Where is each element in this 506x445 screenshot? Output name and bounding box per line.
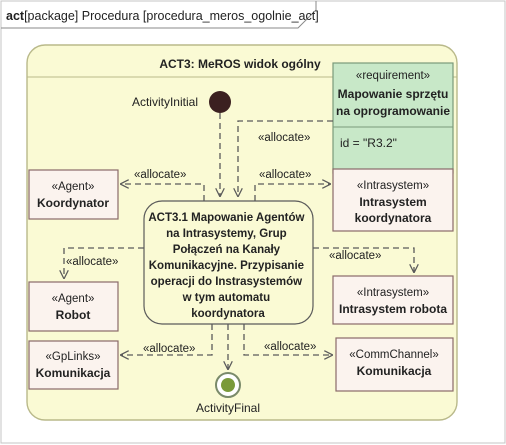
label-allocate-intra-koord: «allocate» bbox=[259, 169, 311, 181]
final-node-label: ActivityFinal bbox=[196, 401, 260, 415]
requirement-name-1: Mapowanie sprzętu bbox=[338, 87, 449, 101]
edge-to-intra-koordynatora[interactable] bbox=[254, 184, 330, 201]
block-intra-koord-name-2: koordynatora bbox=[355, 211, 432, 225]
block-commchannel-name: Komunikacja bbox=[357, 364, 432, 378]
edge-requirement-to-action[interactable] bbox=[238, 120, 333, 196]
label-allocate-requirement: «allocate» bbox=[258, 132, 310, 144]
initial-node[interactable] bbox=[209, 91, 231, 113]
block-koordynator[interactable] bbox=[28, 169, 119, 220]
edge-to-commchannel[interactable] bbox=[243, 324, 332, 355]
block-intrasystem-robota[interactable] bbox=[332, 275, 454, 325]
action-text: ACT3.1 Mapowanie Agentów na Intrasystemy… bbox=[148, 212, 307, 320]
block-komunikacja-gplinks[interactable] bbox=[28, 340, 119, 390]
edge-to-gplinks[interactable] bbox=[121, 324, 213, 355]
edge-to-intra-robota[interactable] bbox=[313, 247, 414, 272]
edge-to-koordynator[interactable] bbox=[121, 184, 205, 201]
block-robot[interactable] bbox=[28, 281, 119, 332]
block-koordynator-name: Koordynator bbox=[37, 196, 109, 210]
label-allocate-intra-robot: «allocate» bbox=[329, 250, 381, 262]
block-intra-koord-name-1: Intrasystem bbox=[359, 195, 426, 209]
block-robot-name: Robot bbox=[56, 308, 91, 322]
edges bbox=[64, 113, 414, 369]
block-robot-stereotype: «Agent» bbox=[52, 293, 95, 305]
block-gplinks-stereotype: «GpLinks» bbox=[46, 351, 101, 363]
block-commchannel[interactable] bbox=[335, 337, 454, 392]
edge-to-robot[interactable] bbox=[64, 247, 144, 278]
frame-tab bbox=[1, 1, 317, 29]
activity-title: ACT3: MeROS widok ogólny bbox=[159, 57, 321, 71]
block-koordynator-stereotype: «Agent» bbox=[52, 181, 95, 193]
frame-header: act[package] Procedura [procedura_meros_… bbox=[6, 9, 319, 23]
requirement-id: id = "R3.2" bbox=[340, 136, 397, 150]
label-allocate-koordynator: «allocate» bbox=[134, 169, 186, 181]
block-gplinks-name: Komunikacja bbox=[36, 366, 111, 380]
initial-node-label: ActivityInitial bbox=[132, 95, 198, 109]
label-allocate-commchannel: «allocate» bbox=[264, 341, 316, 353]
label-allocate-robot: «allocate» bbox=[66, 256, 118, 268]
requirement-name-2: na oprogramowanie bbox=[336, 104, 450, 118]
requirement-stereotype: «requirement» bbox=[356, 70, 430, 82]
block-commchannel-stereotype: «CommChannel» bbox=[349, 349, 439, 361]
block-intrasystem-koordynatora[interactable] bbox=[332, 168, 454, 232]
allocate-labels: «allocate» «allocate» «allocate» «alloca… bbox=[66, 132, 381, 355]
label-allocate-gplinks: «allocate» bbox=[143, 343, 195, 355]
block-intra-robot-stereotype: «Intrasystem» bbox=[357, 287, 429, 299]
block-intra-robot-name: Intrasystem robota bbox=[339, 302, 447, 316]
final-node-inner bbox=[221, 378, 235, 392]
block-intra-koord-stereotype: «Intrasystem» bbox=[357, 180, 429, 192]
